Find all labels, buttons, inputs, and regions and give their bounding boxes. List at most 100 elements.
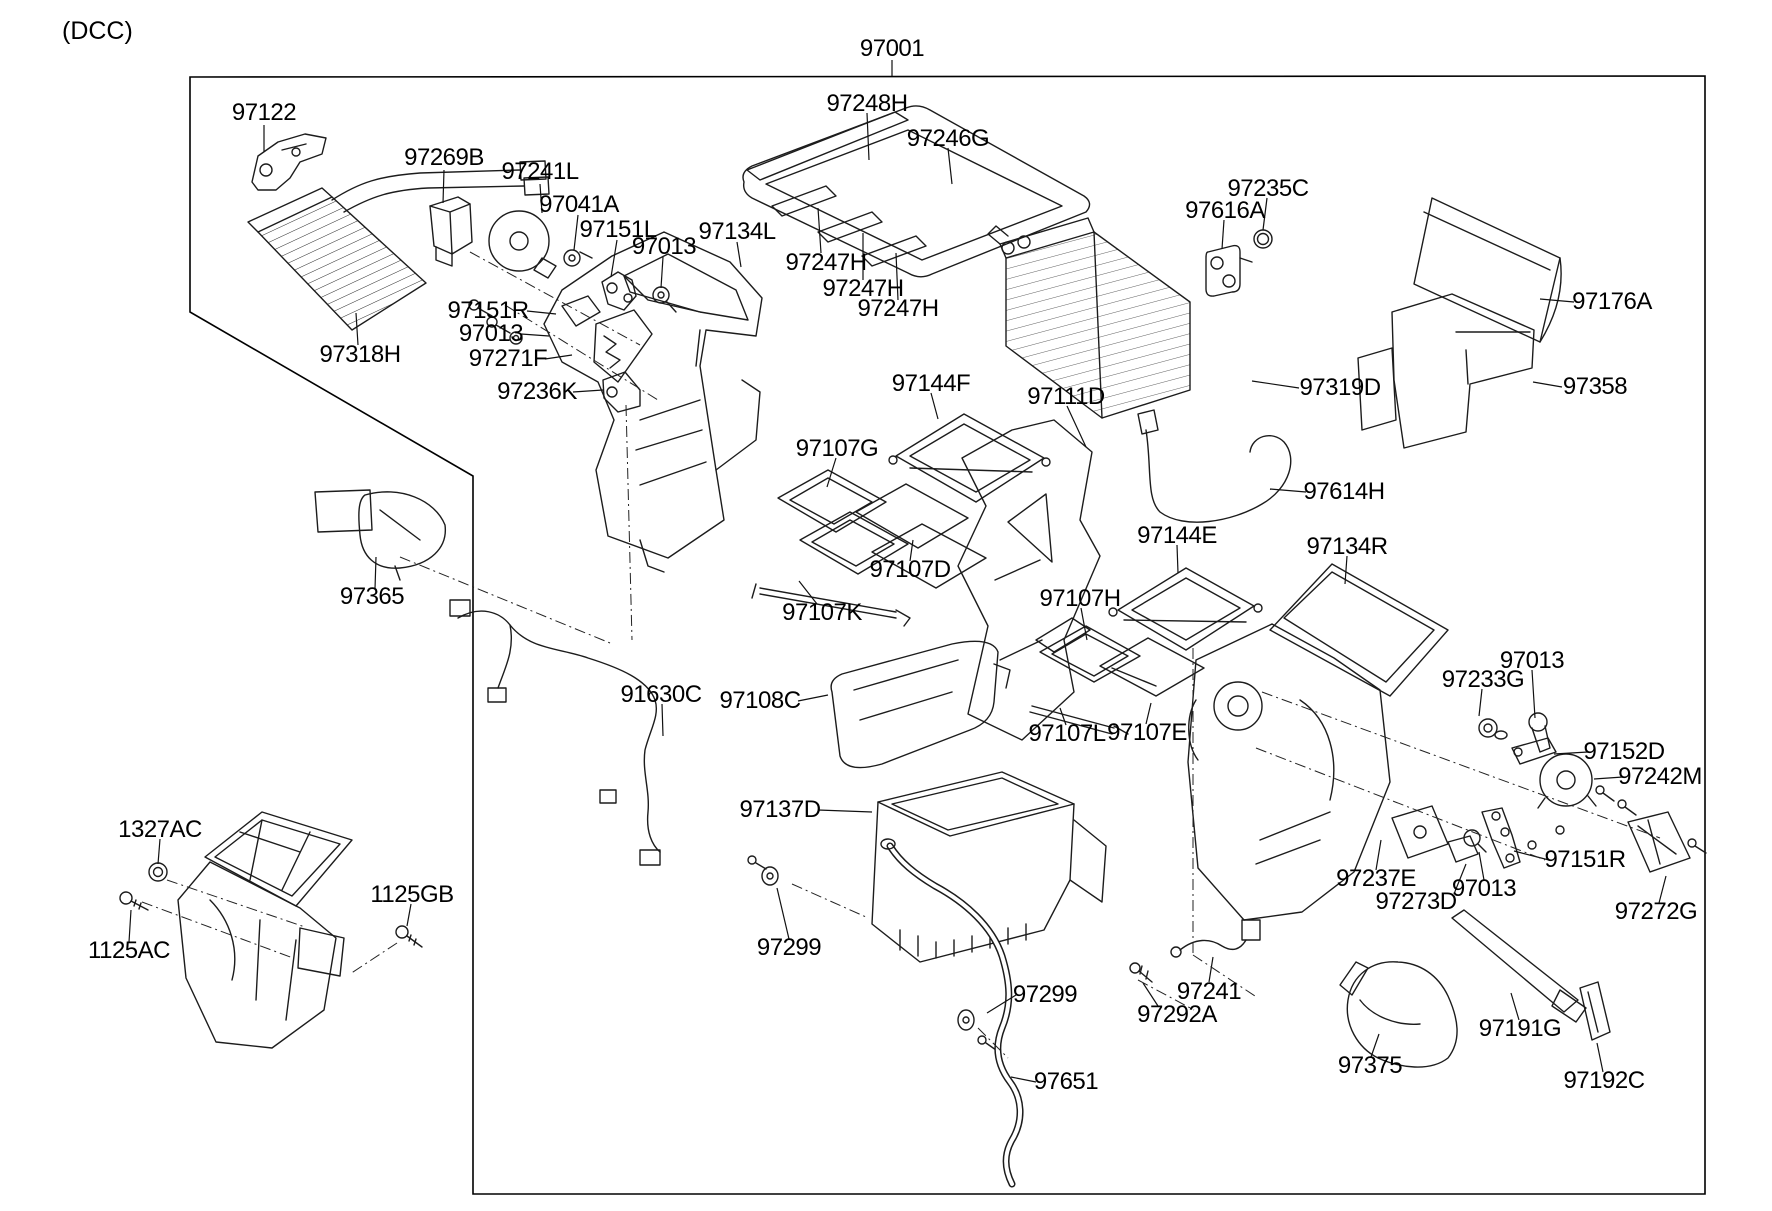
duct-97375-drawing <box>1339 961 1458 1068</box>
right-cluster-drawing <box>1391 712 1707 873</box>
part-label-97616A: 97616A <box>1185 197 1265 224</box>
part-label-97272G: 97272G <box>1614 898 1698 925</box>
frame-97107H-drawing <box>1035 617 1141 683</box>
part-label-97192C: 97192C <box>1563 1067 1645 1094</box>
part-label-97246G: 97246G <box>906 125 990 152</box>
part-label-97107H: 97107H <box>1039 585 1121 612</box>
part-label-1327AC: 1327AC <box>118 816 202 843</box>
panel-97111D-drawing <box>957 419 1101 741</box>
wire-97614H-drawing <box>1137 409 1292 523</box>
cam-97241L-drawing <box>488 210 557 279</box>
part-label-97144E: 97144E <box>1137 522 1217 549</box>
heater-core-drawing <box>247 160 550 331</box>
frame-97107G-drawing <box>777 469 909 575</box>
part-label-97242M: 97242M <box>1618 763 1702 790</box>
part-label-97614H: 97614H <box>1303 478 1385 505</box>
part-label-97375: 97375 <box>1337 1052 1403 1079</box>
housing-97134L-drawing <box>543 231 763 573</box>
part-label-91630C: 91630C <box>620 681 702 708</box>
part-label-97108C: 97108C <box>719 687 801 714</box>
part-label-97107G: 97107G <box>795 435 879 462</box>
part-label-97122: 97122 <box>231 99 297 126</box>
leader-lines <box>128 60 1667 1083</box>
spring-97271F-drawing <box>593 309 653 413</box>
part-label-97107D: 97107D <box>869 556 951 583</box>
blower-97365-drawing <box>314 489 446 581</box>
harness-91630C-drawing <box>449 599 661 866</box>
part-label-97107K: 97107K <box>782 599 862 626</box>
door-97144F-drawing <box>888 413 1051 503</box>
part-label-97237E: 97237E <box>1336 865 1416 892</box>
part-label-97365: 97365 <box>339 583 405 610</box>
part-label-97013-d: 97013 <box>1451 875 1517 902</box>
sensor-97616A-drawing <box>1205 229 1273 297</box>
part-label-97107L: 97107L <box>1028 720 1106 747</box>
actuator-97269B-drawing <box>429 196 473 267</box>
part-label-97247H-a: 97247H <box>785 249 867 276</box>
part-label-97241L: 97241L <box>501 158 579 185</box>
part-label-97013-a: 97013 <box>631 233 697 260</box>
bracket-97122-drawing <box>251 133 327 191</box>
variant-note: (DCC) <box>62 17 133 45</box>
part-label-97041A: 97041A <box>539 191 619 218</box>
cover-97358-drawing <box>1357 293 1535 449</box>
part-label-97151L: 97151L <box>579 216 657 243</box>
cover-97191G-drawing <box>1451 909 1587 1023</box>
part-label-97144F: 97144F <box>891 370 971 397</box>
housing-97134R-drawing <box>1187 563 1449 921</box>
part-label-97013-c: 97013 <box>1499 647 1565 674</box>
plate-97246G-drawing <box>742 105 1091 278</box>
part-label-97107E: 97107E <box>1107 719 1187 746</box>
part-label-97271F: 97271F <box>468 345 548 372</box>
washer-97299-a-drawing <box>747 855 779 886</box>
door-97144E-drawing <box>1108 567 1263 651</box>
evaporator-97319D-drawing <box>987 217 1191 419</box>
part-label-1125GB: 1125GB <box>370 881 454 908</box>
part-label-97318H: 97318H <box>319 341 401 368</box>
part-label-97176A: 97176A <box>1572 288 1652 315</box>
part-label-97241: 97241 <box>1176 978 1242 1005</box>
part-label-97247H-b: 97247H <box>822 275 904 302</box>
part-label-97247H-c: 97247H <box>857 295 939 322</box>
part-label-97233G: 97233G <box>1441 666 1525 693</box>
part-label-97134R: 97134R <box>1306 533 1388 560</box>
part-label-97151R-b: 97151R <box>1544 846 1626 873</box>
part-label-97269B: 97269B <box>404 144 484 171</box>
part-label-97001: 97001 <box>859 35 925 62</box>
part-label-97235C: 97235C <box>1227 175 1309 202</box>
part-label-97292A: 97292A <box>1137 1001 1217 1028</box>
part-label-97151R-a: 97151R <box>447 297 529 324</box>
part-label-97248H: 97248H <box>826 90 908 117</box>
part-label-97273D: 97273D <box>1375 888 1457 915</box>
part-label-97299-a: 97299 <box>756 934 822 961</box>
part-label-97013-b: 97013 <box>458 320 524 347</box>
phantom-lines <box>141 251 1661 1059</box>
frame-97107D-drawing <box>855 483 987 589</box>
part-label-1125AC: 1125AC <box>88 937 170 964</box>
heater-unit-lower-drawing <box>177 811 353 1049</box>
part-label-97191G: 97191G <box>1478 1015 1562 1042</box>
strip-97192C-drawing <box>1579 981 1611 1041</box>
part-label-97299-b: 97299 <box>1012 981 1078 1008</box>
duct-97108C-drawing <box>830 640 1011 769</box>
part-label-97137D: 97137D <box>739 796 821 823</box>
rod-97107K-drawing <box>751 583 911 627</box>
insulation-97176A-drawing <box>1413 197 1562 343</box>
part-label-97358: 97358 <box>1562 373 1628 400</box>
part-label-97152D: 97152D <box>1583 738 1665 765</box>
hose-97651-drawing <box>880 838 1024 1188</box>
rod-97107L-drawing <box>1029 705 1129 735</box>
part-label-97111D: 97111D <box>1027 383 1105 410</box>
sensor-97241-drawing <box>1129 919 1261 983</box>
part-label-97651: 97651 <box>1033 1068 1099 1095</box>
part-label-97134L: 97134L <box>698 218 776 245</box>
part-label-97236K: 97236K <box>497 378 577 405</box>
lever-97151L-drawing <box>601 271 677 313</box>
part-label-97319D: 97319D <box>1299 374 1381 401</box>
enclosure-outline <box>189 75 1706 1195</box>
bar-97107E-drawing <box>1099 637 1205 697</box>
washer-97299-b-drawing <box>957 1009 997 1051</box>
case-97137D-drawing <box>871 771 1107 963</box>
